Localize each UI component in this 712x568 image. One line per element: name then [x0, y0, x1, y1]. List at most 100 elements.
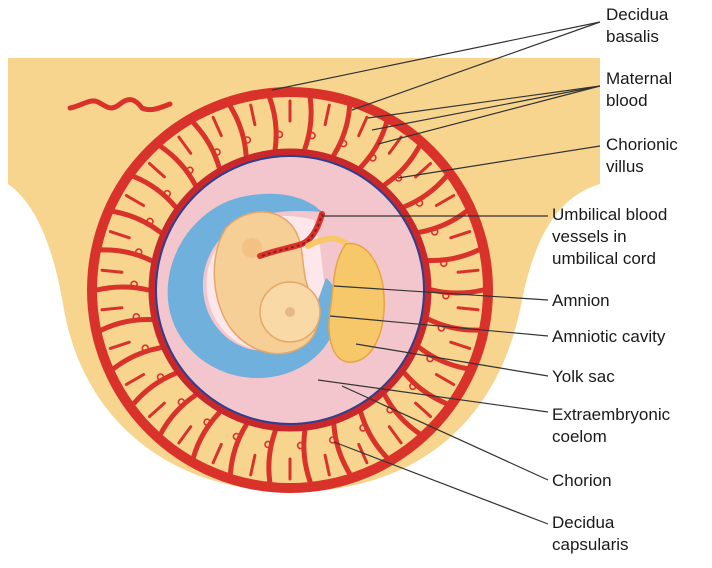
villus-branch — [387, 135, 403, 155]
label-decidua-basalis: Decidua basalis — [606, 5, 669, 46]
villus-branch — [449, 230, 472, 240]
villus-branch — [100, 268, 124, 274]
villus-tip — [359, 424, 367, 432]
villus-branch — [414, 401, 432, 418]
villus-branch — [100, 306, 124, 312]
villus-tip — [243, 136, 252, 144]
villus-branch — [249, 103, 257, 127]
villus-vessel — [111, 345, 163, 371]
label-amnion: Amnion — [552, 291, 610, 310]
leader-extraembryonic-coelom — [317, 379, 549, 413]
villus-branch — [124, 373, 146, 386]
villus-tip — [232, 432, 241, 441]
villus-vessel — [402, 174, 449, 209]
villus-tip — [308, 131, 316, 140]
villus-branch — [211, 442, 223, 465]
villus-branch — [357, 115, 369, 138]
villus-branch — [148, 162, 166, 179]
villus-tip — [134, 248, 143, 256]
villus-tip — [177, 398, 186, 406]
villus-branch — [249, 453, 257, 477]
villus-vessel — [331, 422, 353, 477]
villus-branch — [177, 425, 193, 445]
embryo-eye — [285, 307, 295, 317]
leader-maternal-blood-1 — [367, 85, 601, 119]
leader-lines — [271, 21, 601, 525]
label-maternal-blood: Maternal blood — [606, 69, 673, 110]
label-chorionic-villus: Chorionic villus — [606, 135, 678, 176]
label-chorion: Chorion — [552, 471, 612, 490]
villus-tip — [426, 354, 434, 363]
villus-tip — [213, 148, 221, 156]
villus-vessel — [358, 410, 389, 460]
villus-vessel — [266, 428, 278, 485]
villus-tip — [415, 199, 424, 207]
villus-branch — [108, 230, 131, 240]
villus-vessel — [426, 247, 482, 264]
villus-vessel — [227, 422, 249, 477]
villus-vessel — [191, 410, 222, 460]
villus-vessel — [131, 174, 178, 209]
villus-vessel — [382, 144, 422, 187]
villus-vessel — [158, 393, 198, 436]
villus-branch — [449, 340, 472, 350]
villus-tip — [430, 228, 439, 236]
amnion — [167, 193, 339, 379]
villus-tip — [156, 373, 165, 381]
chorion-ring — [148, 148, 432, 432]
leader-amniotic-cavity — [329, 315, 549, 337]
villus-tip — [369, 154, 377, 162]
villus-branch — [456, 268, 480, 274]
villus-branch — [387, 425, 403, 445]
villus-vessel — [98, 247, 154, 263]
leader-chorion — [341, 385, 549, 481]
label-amniotic-cavity: Amniotic cavity — [552, 327, 666, 346]
leader-maternal-blood-2 — [371, 85, 601, 131]
villus-vessel — [382, 393, 422, 436]
label-decidua-capsularis: Decidua capsularis — [552, 513, 629, 554]
umbilical-cord-twist — [261, 213, 323, 257]
villus-branch — [211, 115, 223, 138]
leader-decidua-basalis-1 — [271, 21, 601, 91]
label-umbilical-vessels: Umbilical blood vessels in umbilical cor… — [552, 205, 668, 268]
leader-decidua-basalis-2 — [351, 21, 601, 111]
villus-branch — [434, 194, 456, 207]
villus-vessel — [429, 287, 486, 296]
villus-tip — [203, 418, 211, 427]
leader-yolk-sac — [355, 343, 549, 377]
villus-tip — [408, 382, 417, 391]
villus-tip — [146, 217, 154, 226]
villus-tip — [275, 130, 284, 139]
villus-tip — [296, 441, 305, 450]
villus-tip — [442, 291, 450, 300]
villus-branch — [177, 135, 193, 155]
villus-branch — [434, 373, 456, 386]
villus-tip — [339, 139, 348, 148]
chorion-inner-line — [155, 155, 425, 425]
villus-vessel — [131, 371, 178, 406]
villus-branch — [323, 103, 331, 127]
villus-tip — [163, 189, 171, 198]
villus-tip — [130, 280, 138, 289]
villus-vessel — [402, 371, 449, 406]
embryo-limb-bud — [242, 238, 262, 258]
villus-tip — [264, 440, 272, 449]
villus-branch — [124, 194, 146, 207]
villus-tip — [439, 259, 448, 268]
villus-tip — [132, 312, 141, 321]
villus-tip — [141, 344, 150, 353]
leader-chorionic-villus — [397, 145, 601, 179]
villus-branch — [323, 453, 331, 477]
chorionic-villi-vessels — [94, 95, 486, 485]
villus-vessel — [417, 209, 469, 235]
villus-vessel — [98, 316, 154, 333]
villus-tip — [328, 436, 337, 444]
villus-vessel — [227, 103, 249, 158]
leader-decidua-capsularis — [333, 441, 549, 525]
label-extraembryonic-coelom: Extraembryonic coelom — [552, 405, 671, 446]
villus-tip — [186, 166, 194, 175]
villus-vessel — [94, 284, 151, 293]
villus-vessel — [158, 144, 198, 187]
villus-vessel — [111, 209, 163, 235]
villus-vessel — [302, 95, 314, 152]
